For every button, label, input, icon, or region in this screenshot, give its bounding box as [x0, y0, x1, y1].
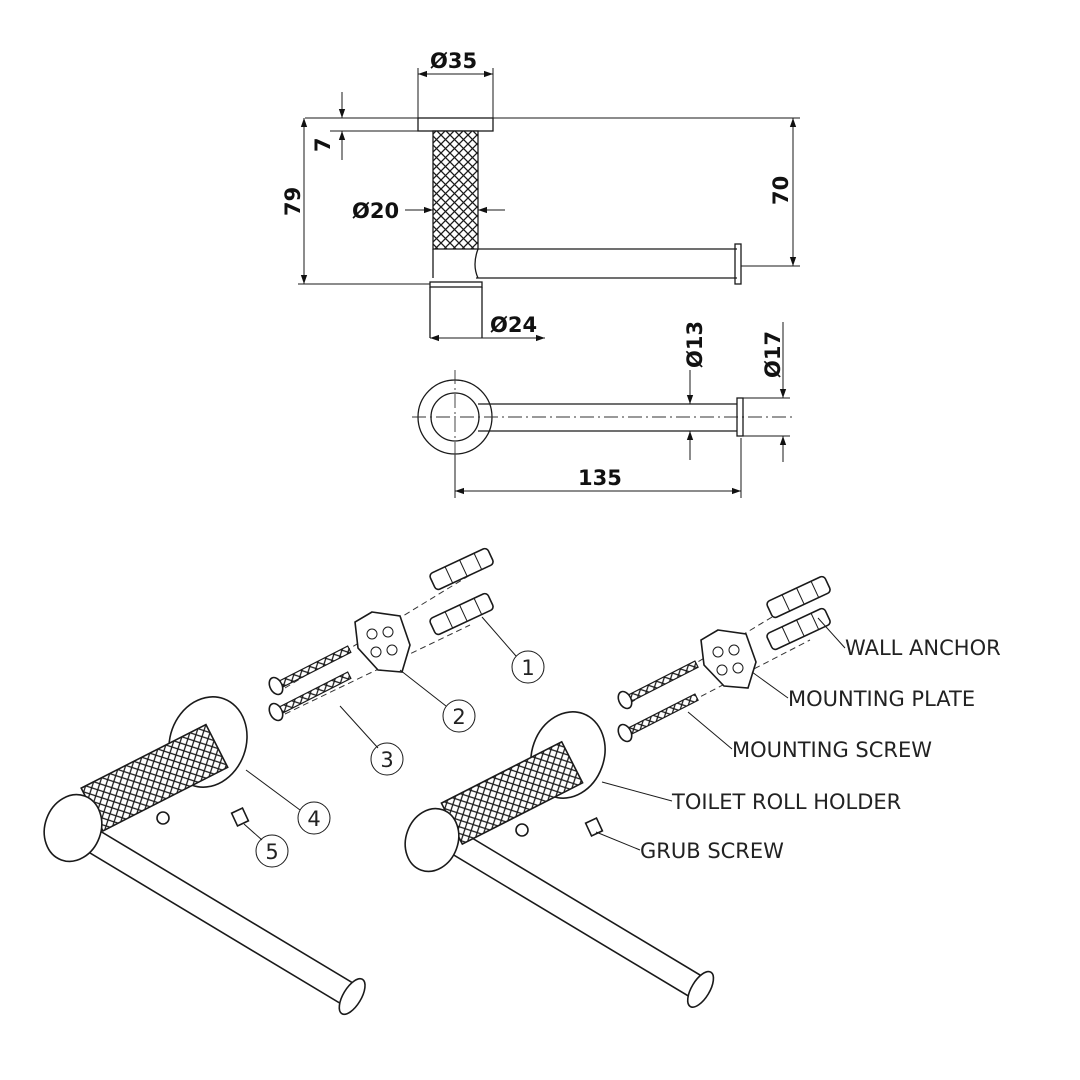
left-screw-upper — [279, 645, 352, 688]
balloon-4 — [297, 801, 331, 835]
dim-d20: Ø20 — [352, 199, 399, 223]
right-grub-screw — [584, 817, 604, 837]
left-knurled-cylinder — [80, 723, 229, 832]
arm-end-cap — [734, 243, 742, 285]
right-end-knob — [404, 807, 460, 873]
right-anchor-lower — [766, 607, 831, 651]
dim-79: 79 — [281, 187, 305, 216]
left-anchor-lower — [429, 592, 494, 636]
label-grub-screw: GRUB SCREW — [640, 839, 784, 863]
left-end-knob — [43, 793, 103, 863]
neck-outline — [432, 248, 479, 279]
right-anchor-upper — [766, 575, 831, 619]
top-end-cap — [736, 397, 744, 437]
label-mounting-screw: MOUNTING SCREW — [732, 738, 932, 762]
base-cap — [429, 281, 483, 288]
dim-d13: Ø13 — [683, 321, 707, 368]
right-screw-upper — [628, 660, 699, 702]
dim-7: 7 — [311, 137, 335, 152]
svg-text:4: 4 — [307, 807, 320, 831]
balloon-5 — [255, 834, 289, 868]
knurled-body — [432, 130, 479, 250]
dim-d35: Ø35 — [430, 49, 477, 73]
dim-135: 135 — [578, 466, 622, 490]
left-arm-end — [338, 977, 366, 1016]
flange-outline — [417, 117, 494, 132]
left-roll-arm — [87, 830, 360, 1008]
dim-d24: Ø24 — [490, 313, 537, 337]
top-view: Ø13 Ø17 135 — [412, 321, 795, 498]
right-knurled-cylinder — [440, 740, 584, 846]
balloon-2 — [442, 699, 476, 733]
left-screw-lower — [279, 671, 352, 714]
balloon-3 — [370, 742, 404, 776]
label-wall-anchor: WALL ANCHOR — [845, 636, 1001, 660]
left-grub-screw — [230, 807, 250, 827]
balloon-1 — [511, 650, 545, 684]
exploded-view-left: 1 2 3 4 5 — [43, 547, 545, 1016]
svg-text:2: 2 — [452, 705, 465, 729]
left-mounting-plate — [354, 611, 411, 673]
right-mounting-plate — [700, 629, 757, 689]
right-arm-end — [686, 970, 715, 1008]
left-anchor-upper — [429, 547, 494, 591]
exploded-view-right: WALL ANCHOR MOUNTING PLATE MOUNTING SCRE… — [404, 575, 1001, 1008]
right-grub-nub — [515, 823, 529, 837]
svg-text:3: 3 — [380, 748, 393, 772]
dim-d17: Ø17 — [761, 331, 785, 378]
right-screw-lower — [628, 693, 699, 735]
svg-text:1: 1 — [521, 656, 534, 680]
svg-text:5: 5 — [265, 840, 278, 864]
label-toilet-roll-holder: TOILET ROLL HOLDER — [671, 790, 901, 814]
label-mounting-plate: MOUNTING PLATE — [788, 687, 975, 711]
dim-70: 70 — [769, 176, 793, 205]
side-view: Ø35 7 79 Ø20 70 Ø24 — [281, 49, 800, 342]
left-grub-nub — [156, 811, 170, 825]
